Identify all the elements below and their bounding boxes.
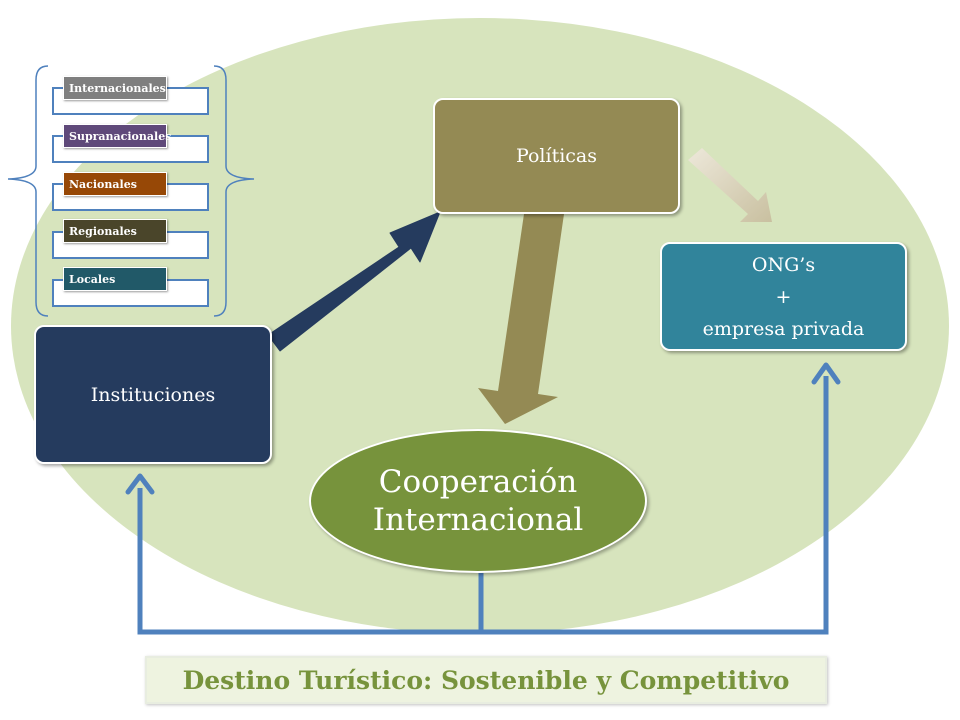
- level-supranacionales: Supranacionales: [63, 124, 171, 148]
- cooperacion-label-line2: Internacional: [372, 502, 584, 538]
- ong-label-line3: empresa privada: [702, 317, 865, 340]
- right-brace: [213, 65, 255, 317]
- level-regionales: Regionales: [63, 219, 167, 243]
- destino-banner: Destino Turístico: Sostenible y Competit…: [145, 656, 827, 704]
- instituciones-node: Instituciones: [34, 325, 272, 464]
- connector-lines: [125, 362, 841, 635]
- instituciones-label: Instituciones: [90, 383, 216, 406]
- level-locales: Locales: [63, 267, 167, 291]
- left-brace: [7, 65, 49, 317]
- arrow-instituciones-politicas: [267, 211, 441, 352]
- destino-title: Destino Turístico: Sostenible y Competit…: [182, 665, 790, 695]
- politicas-label: Políticas: [515, 145, 598, 167]
- level-internacionales: Internacionales: [63, 76, 167, 100]
- politicas-node: Políticas: [433, 98, 680, 214]
- level-nacionales: Nacionales: [63, 172, 167, 196]
- cooperacion-node: Cooperación Internacional: [309, 429, 647, 573]
- arrow-politicas-ong: [688, 148, 772, 222]
- ong-node: ONG’s + empresa privada: [660, 242, 907, 351]
- arrow-politicas-cooperacion: [478, 214, 564, 424]
- ong-label-line2: +: [775, 285, 792, 308]
- ong-label-line1: ONG’s: [751, 253, 816, 276]
- cooperacion-label-line1: Cooperación: [378, 464, 578, 500]
